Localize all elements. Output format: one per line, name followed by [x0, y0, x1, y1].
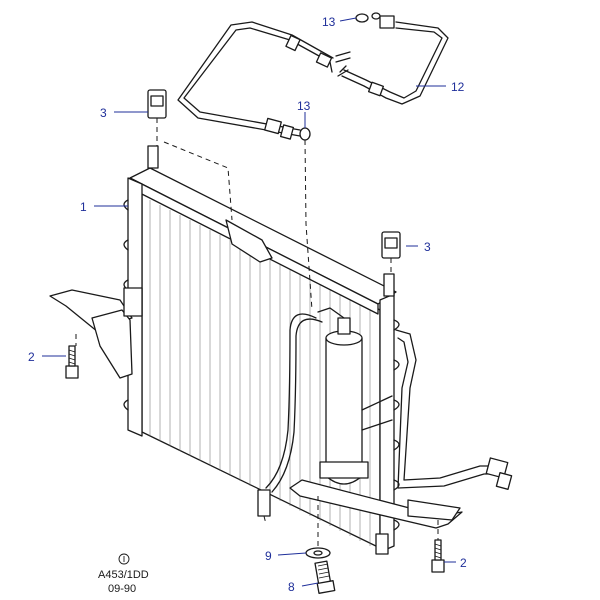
callout-13-upper: 13 [322, 15, 336, 29]
reference-date: 09-90 [108, 583, 136, 595]
bolt-left [65, 345, 79, 379]
refrigerant-pipe-assembly [177, 15, 449, 140]
callout-9: 9 [265, 549, 272, 563]
bolt-right [431, 539, 445, 573]
ford-logo-icon [118, 553, 130, 565]
callout-12: 12 [451, 80, 465, 94]
refrigerant-hoses [265, 313, 513, 493]
callout-1: 1 [80, 200, 87, 214]
receiver-drier [317, 307, 393, 485]
mounting-bolt [314, 560, 336, 594]
callout-leaders [42, 17, 456, 587]
o-ring-seal-upper [355, 12, 381, 23]
washer [305, 547, 331, 559]
callout-13-lower: 13 [297, 99, 311, 113]
reference-block: A453/1DD 09-90 [98, 553, 149, 595]
callout-2-right: 2 [460, 556, 467, 570]
clip-right [381, 231, 401, 259]
callout-8: 8 [288, 580, 295, 594]
callout-3-upper: 3 [100, 106, 107, 120]
callout-3-right: 3 [424, 240, 431, 254]
clip-upper-left [147, 89, 167, 119]
callout-2-left: 2 [28, 350, 35, 364]
condenser [49, 145, 463, 555]
reference-code: A453/1DD [98, 569, 149, 581]
assembly-guide-lines [75, 118, 439, 548]
o-ring-seal-lower [299, 127, 311, 141]
